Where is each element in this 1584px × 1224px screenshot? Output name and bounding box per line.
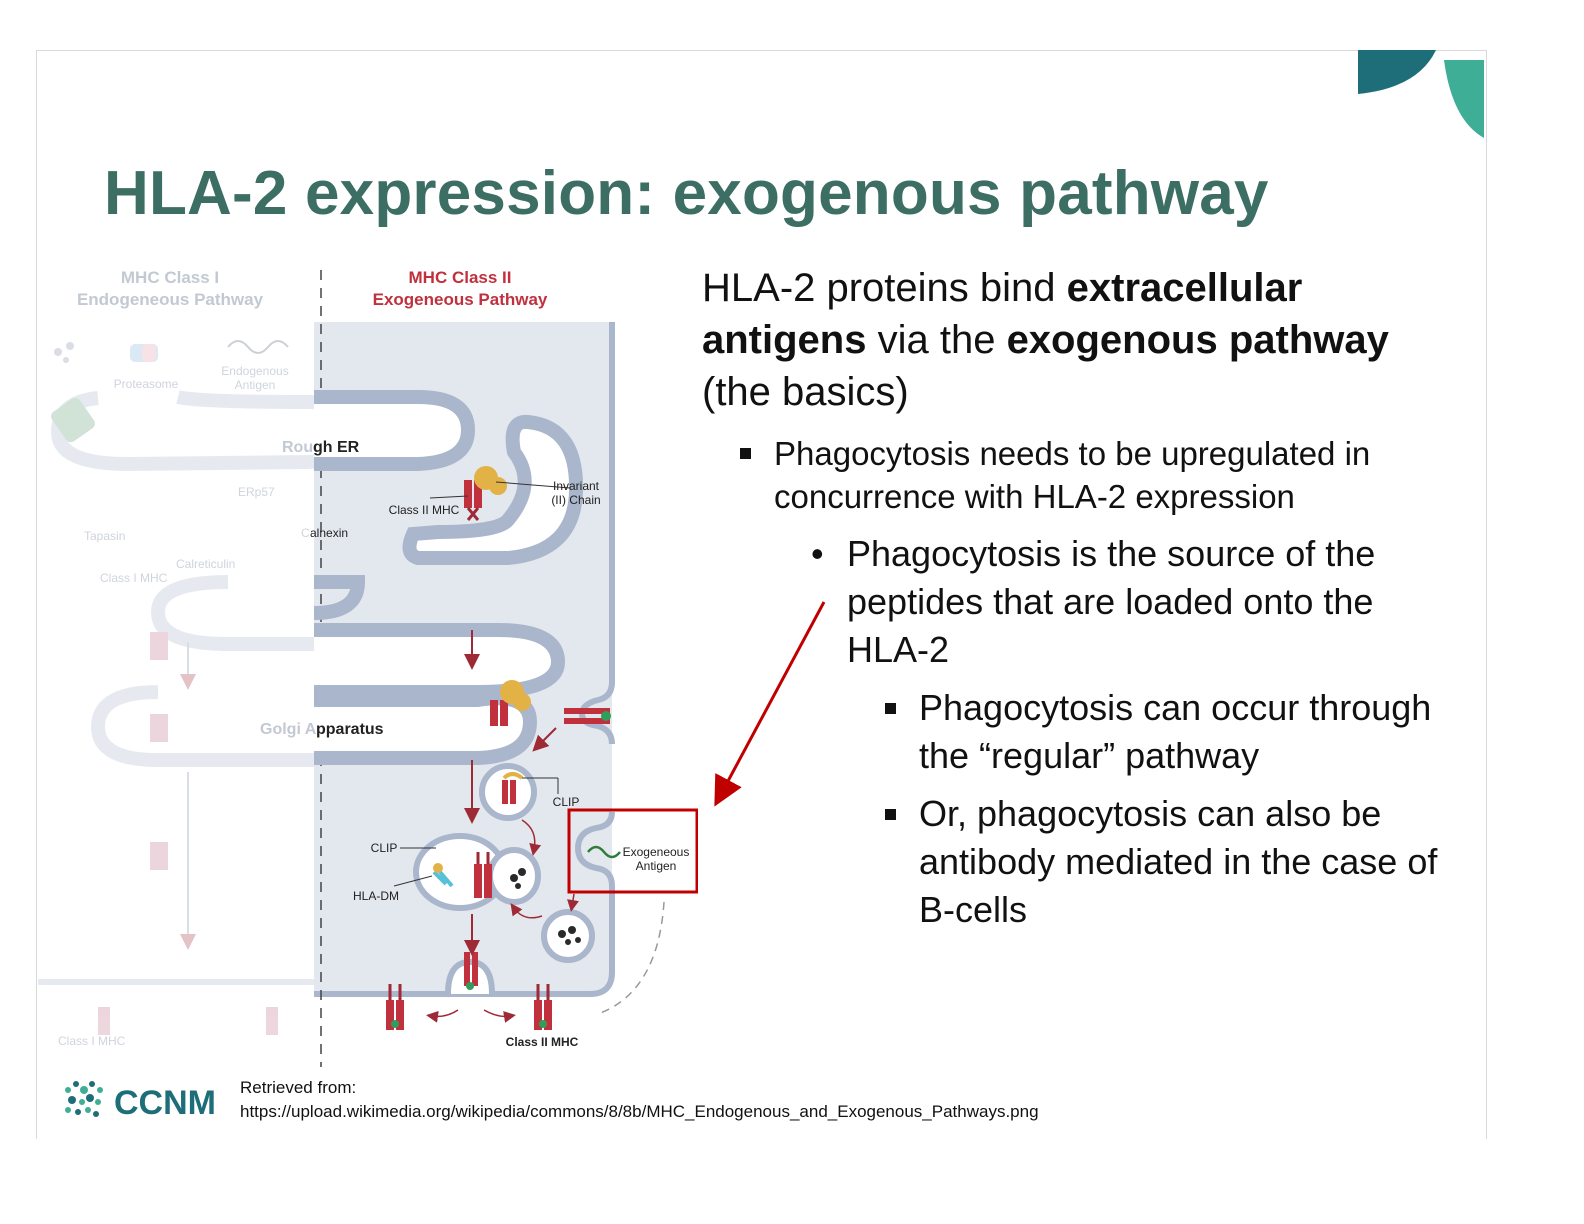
right-header-line2: Exogeneous Pathway [373, 290, 548, 309]
label-proteasome: Proteasome [114, 377, 179, 391]
class2-mhc-invariant-er [464, 466, 507, 521]
label-erp57: ERp57 [238, 485, 275, 499]
main-bold-1: extracellular antigens [702, 266, 1303, 362]
label-rough-er-left: Rou [282, 439, 313, 456]
main-text-1: HLA-2 proteins bind [702, 266, 1067, 310]
bullet4-text: Or, phagocytosis can also be antibody me… [919, 793, 1438, 930]
phagosome [541, 909, 595, 963]
corner-decoration [1358, 50, 1484, 138]
corner-shape-navy [1358, 50, 1436, 94]
main-bold-2: exogenous pathway [1006, 318, 1389, 362]
endogenous-pathway-faded [38, 340, 356, 1035]
main-text-2: via the [866, 318, 1007, 362]
bullet1-text: Phagocytosis needs to be upregulated in … [774, 435, 1371, 515]
label-calreticulin: Calreticulin [176, 557, 235, 571]
label-calnexin-left: C [301, 526, 310, 540]
right-header-line1: MHC Class II [409, 268, 512, 287]
label-tapasin: Tapasin [84, 529, 125, 543]
label-calnexin-right: alnexin [310, 526, 348, 540]
label-rough-er-right: gh ER [313, 439, 360, 456]
corner-shape-teal [1444, 60, 1484, 138]
label-class1-mhc-bottom: Class I MHC [58, 1034, 126, 1048]
ccnm-logo-mark-icon [65, 1081, 103, 1117]
rough-er-upper [314, 390, 476, 471]
round-bullet-icon: • [811, 533, 824, 574]
label-class2-mhc-bottom: Class II MHC [506, 1035, 579, 1049]
cell-membrane-bottom [314, 811, 615, 997]
class2-mhc-golgi [490, 680, 531, 726]
bullet2-text: Phagocytosis is the source of the peptid… [847, 533, 1376, 670]
label-class1-mhc: Class I MHC [100, 571, 168, 585]
citation-url: https://upload.wikimedia.org/wikipedia/c… [240, 1102, 1039, 1121]
label-clip-a: CLIP [553, 795, 580, 809]
slide-frame [36, 50, 1487, 1139]
label-class2-mhc: Class II MHC [389, 503, 460, 517]
membrane-class2-mhc [564, 708, 611, 724]
label-golgi-right: pparatus [316, 721, 384, 738]
surface-class2-mhc [386, 984, 552, 1030]
left-header-line2: Endogeneous Pathway [77, 290, 264, 309]
bullet3-text: Phagocytosis can occur through the “regu… [919, 687, 1432, 776]
square-bullet-icon [885, 809, 896, 820]
main-paragraph: HLA-2 proteins bind extracellular antige… [702, 262, 1462, 418]
mhc-pathway-diagram: MHC Class I Endogeneous Pathway MHC Clas… [38, 268, 698, 1067]
label-golgi-left: Golgi A [260, 721, 317, 738]
label-invariant-1: Invariant [553, 479, 600, 493]
label-endogenous-antigen-1: Endogenous [221, 364, 288, 378]
content-text: HLA-2 proteins bind extracellular antige… [702, 262, 1462, 934]
bullet-level1: Phagocytosis needs to be upregulated in … [740, 432, 1462, 518]
golgi-apparatus [314, 691, 538, 765]
label-invariant-2: (II) Chain [551, 493, 600, 507]
ccnm-logo: CCNM [65, 1081, 216, 1122]
main-text-3: (the basics) [702, 370, 909, 414]
label-exogenous-antigen-1: Exogeneous [623, 845, 690, 859]
square-bullet-icon [885, 703, 896, 714]
bullet-level2: • Phagocytosis is the source of the pept… [811, 530, 1462, 674]
bullet-level3-b: Or, phagocytosis can also be antibody me… [885, 790, 1462, 934]
rough-er-lower [314, 623, 566, 699]
square-bullet-icon [740, 448, 751, 459]
label-endogenous-antigen-2: Antigen [235, 378, 276, 392]
label-hla-dm: HLA-DM [353, 889, 399, 903]
left-header-line1: MHC Class I [121, 268, 219, 287]
label-exogenous-antigen-2: Antigen [636, 859, 677, 873]
citation: Retrieved from: https://upload.wikimedia… [240, 1076, 1039, 1124]
rough-er-right-loop [402, 414, 584, 565]
citation-label: Retrieved from: [240, 1078, 357, 1097]
exogenous-antigen-highlight-box [567, 808, 698, 894]
slide-title: HLA-2 expression: exogenous pathway [104, 159, 1269, 228]
bullet-level3-a: Phagocytosis can occur through the “regu… [885, 684, 1462, 780]
label-clip-b: CLIP [371, 841, 398, 855]
ccnm-logo-text: CCNM [114, 1084, 216, 1122]
